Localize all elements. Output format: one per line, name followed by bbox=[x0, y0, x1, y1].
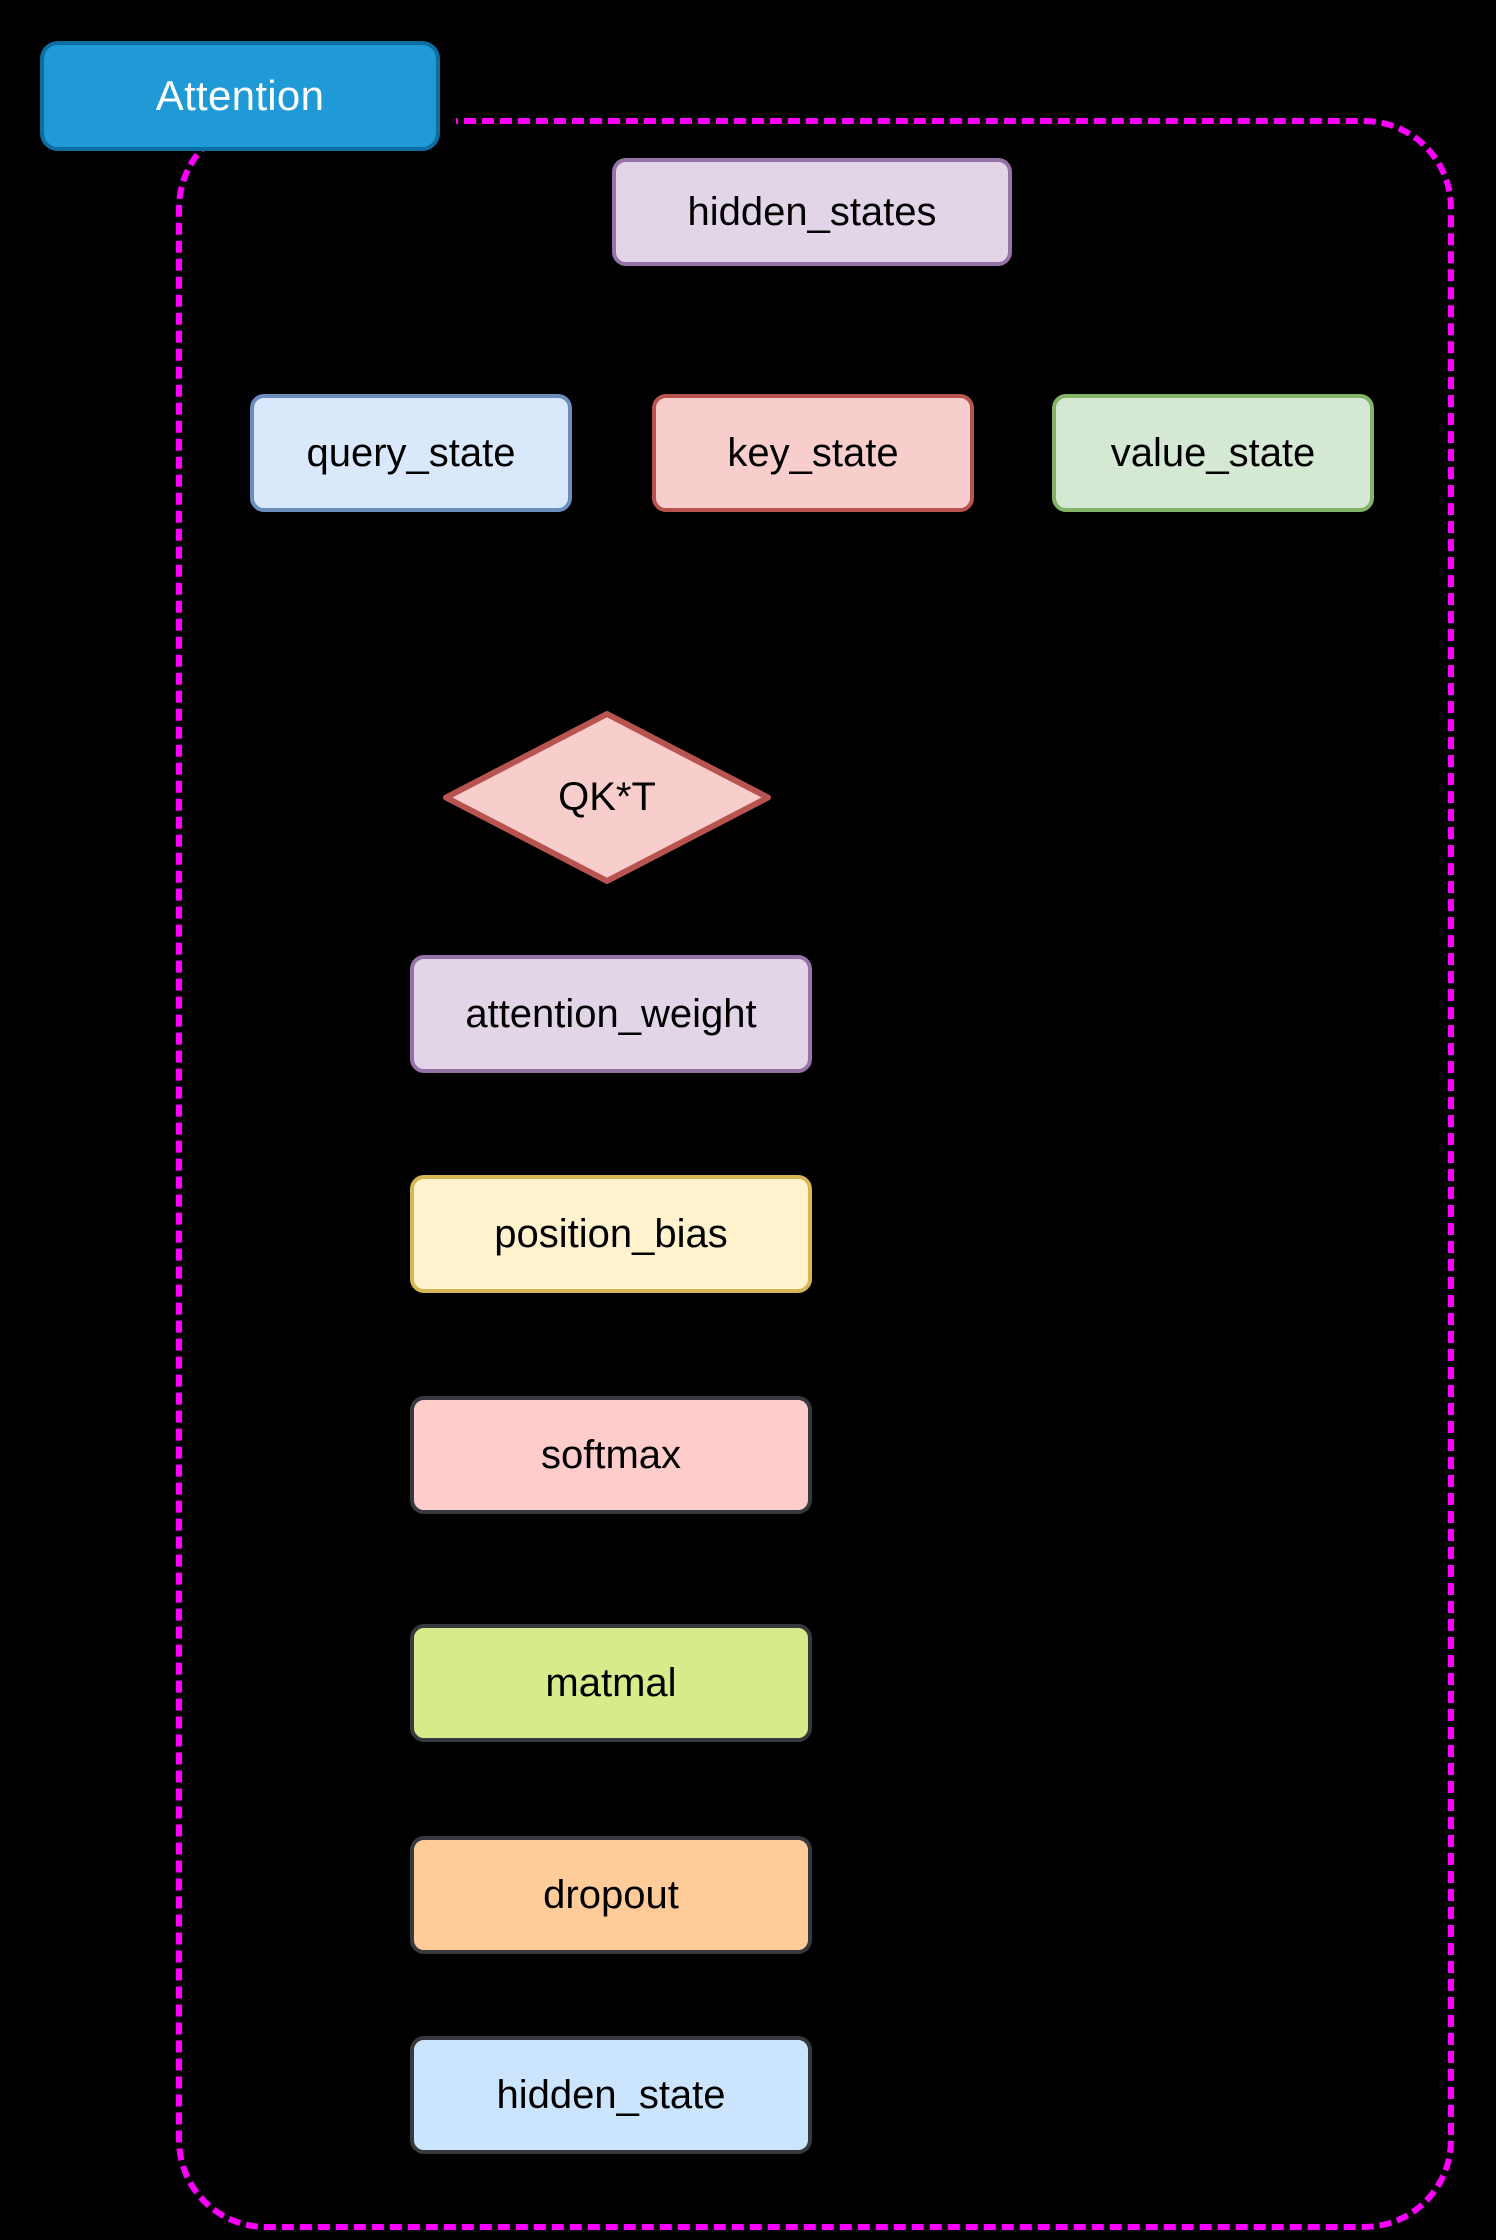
node-value-state[interactable]: value_state bbox=[1052, 394, 1374, 512]
node-position-bias[interactable]: position_bias bbox=[410, 1175, 812, 1293]
attention-subgraph-container bbox=[176, 118, 1454, 2230]
qkt-diamond-shape bbox=[443, 711, 771, 884]
node-attention-weight[interactable]: attention_weight bbox=[410, 955, 812, 1073]
node-hidden-state[interactable]: hidden_state bbox=[410, 2036, 812, 2154]
node-qkt[interactable]: QK*T bbox=[442, 710, 772, 885]
subgraph-title-attention[interactable]: Attention bbox=[40, 41, 440, 151]
node-hidden-states[interactable]: hidden_states bbox=[612, 158, 1012, 266]
node-dropout[interactable]: dropout bbox=[410, 1836, 812, 1954]
node-key-state[interactable]: key_state bbox=[652, 394, 974, 512]
node-matmal[interactable]: matmal bbox=[410, 1624, 812, 1742]
node-softmax[interactable]: softmax bbox=[410, 1396, 812, 1514]
node-query-state[interactable]: query_state bbox=[250, 394, 572, 512]
